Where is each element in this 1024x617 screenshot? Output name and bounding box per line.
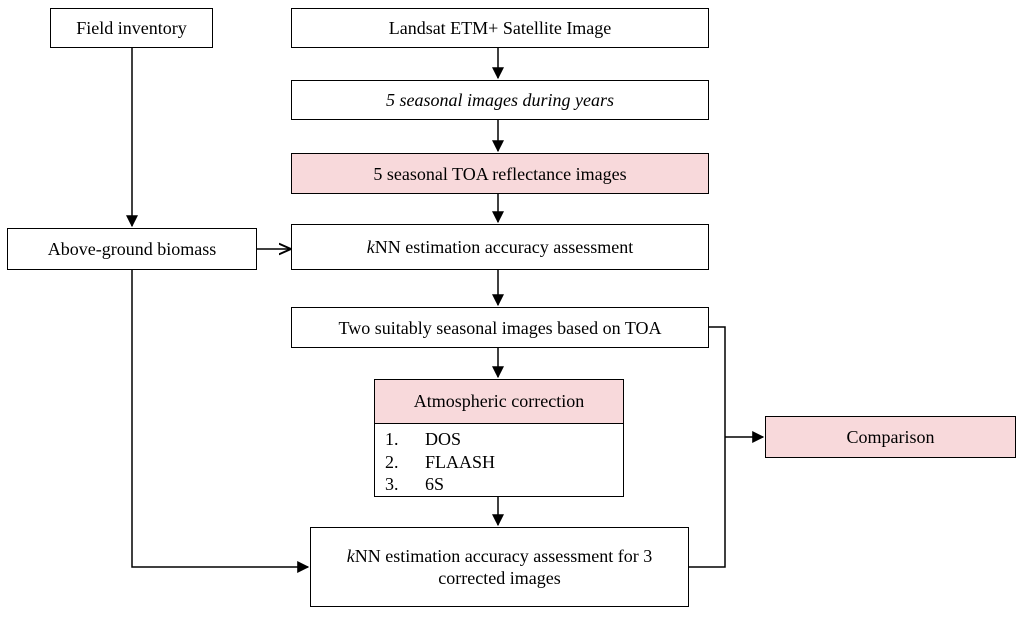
atmospheric-correction-node: Atmospheric correction 1. DOS 2. FLAASH …: [374, 379, 624, 497]
method-number: 1.: [385, 429, 399, 449]
field-inventory-node: Field inventory: [50, 8, 213, 48]
method-label: FLAASH: [425, 451, 496, 472]
knn-corrected-line2: corrected images: [438, 568, 561, 588]
biomass-node: Above-ground biomass: [7, 228, 257, 270]
comparison-node: Comparison: [765, 416, 1016, 458]
knn-italic-k: k: [366, 237, 375, 257]
method-label: 6S: [425, 474, 445, 494]
landsat-node: Landsat ETM+ Satellite Image: [291, 8, 709, 48]
knn-corrected-node: kNN estimation accuracy assessment for 3…: [310, 527, 689, 607]
knn-assessment-label: kNN estimation accuracy assessment: [367, 236, 633, 258]
two-images-label: Two suitably seasonal images based on TO…: [338, 317, 662, 338]
biomass-label: Above-ground biomass: [47, 239, 217, 259]
knn-assessment-text: NN estimation accuracy assessment: [374, 237, 634, 257]
atmospheric-correction-title: Atmospheric correction: [375, 380, 623, 424]
method-label: DOS: [425, 429, 462, 449]
method-number: 3.: [385, 474, 399, 494]
correction-method-item: 2. FLAASH: [385, 451, 623, 474]
knn-corrected-line1: kNN estimation accuracy assessment for 3: [347, 545, 652, 567]
knn-corrected-italic-k: k: [346, 546, 355, 566]
comparison-label: Comparison: [846, 427, 935, 447]
correction-method-list: 1. DOS 2. FLAASH 3. 6S: [375, 424, 623, 496]
knn-assessment-node: kNN estimation accuracy assessment: [291, 224, 709, 270]
method-number: 2.: [385, 451, 399, 472]
toa-images-node: 5 seasonal TOA reflectance images: [291, 153, 709, 194]
landsat-label: Landsat ETM+ Satellite Image: [388, 18, 612, 38]
toa-images-label: 5 seasonal TOA reflectance images: [373, 163, 627, 184]
arrow-biomass-to-knn-corrected: [131, 270, 310, 573]
seasonal-images-node: 5 seasonal images during years: [291, 80, 709, 120]
seasonal-images-label: 5 seasonal images during years: [386, 90, 614, 110]
two-images-node: Two suitably seasonal images based on TO…: [291, 307, 709, 348]
knn-corrected-text: NN estimation accuracy assessment for 3: [354, 546, 653, 566]
field-inventory-label: Field inventory: [76, 18, 187, 38]
line-two-images-to-comparison: [689, 326, 726, 568]
correction-method-item: 1. DOS: [385, 428, 623, 451]
correction-method-item: 3. 6S: [385, 473, 623, 496]
